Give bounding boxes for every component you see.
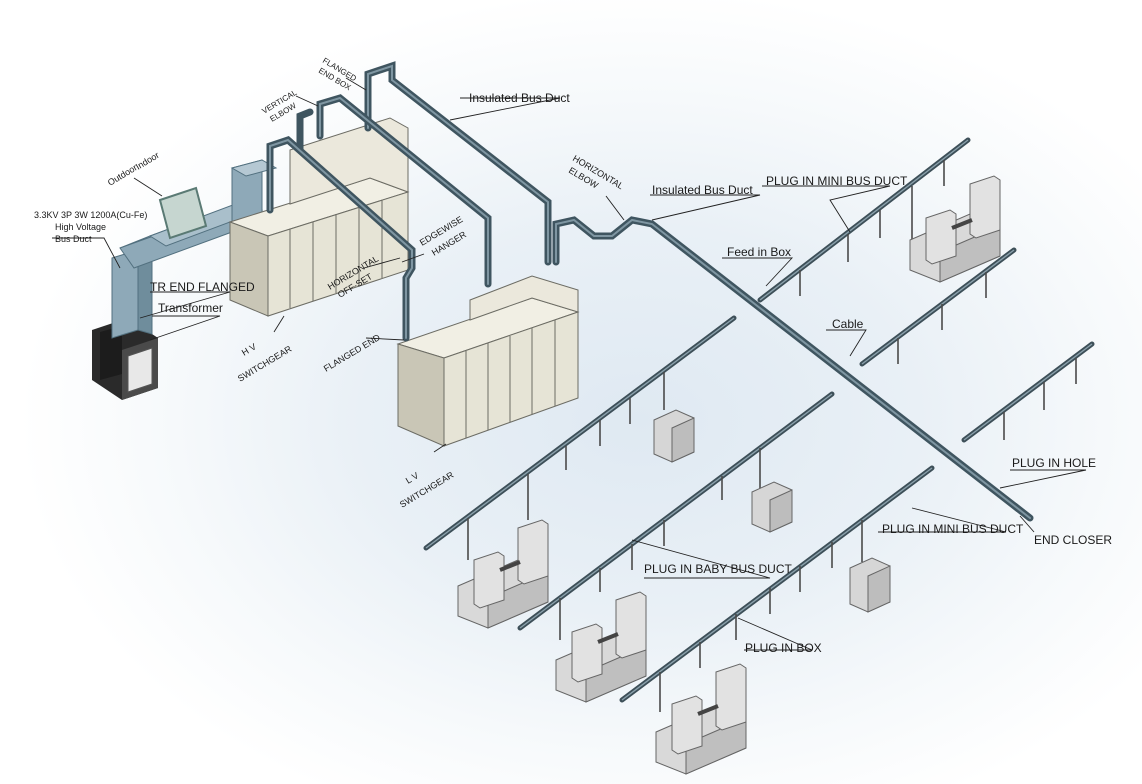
mini-bus-duct-middle (859, 247, 1017, 367)
plug-in-bus-duct-run-2 (517, 391, 835, 640)
insulated-bus-duct-mid-label: Insulated Bus Duct (652, 183, 753, 197)
tr-end-flanged-label: TR END FLANGED (150, 280, 255, 294)
hv-spec-line2: High Voltage (55, 222, 106, 232)
cable-label: Cable (832, 317, 864, 331)
insulated-bus-duct-runs (266, 61, 1034, 522)
plug-in-box-label: PLUG IN BOX (745, 641, 822, 655)
plug-in-bus-duct-run-3 (619, 465, 935, 712)
hv-spec-line1: 3.3KV 3P 3W 1200A(Cu-Fe) (34, 210, 147, 220)
indoor-label: Indoor (134, 150, 161, 172)
small-plug-in-machine-3 (849, 557, 891, 613)
machine-upper-right (909, 175, 1001, 283)
mini-bus-duct-upper (757, 137, 971, 303)
plug-in-mini-bus-duct-top-label: PLUG IN MINI BUS DUCT (766, 174, 908, 188)
machine-left (457, 519, 549, 629)
hv-spec-line3: Bus Duct (55, 234, 92, 244)
insulated-bus-duct-top-label: Insulated Bus Duct (469, 91, 570, 105)
hv-bus-duct (111, 159, 278, 339)
lv-switchgear (396, 275, 580, 447)
feed-in-box-label: Feed in Box (727, 245, 791, 259)
leader-lines (52, 77, 1087, 651)
plug-in-baby-bus-duct-label: PLUG IN BABY BUS DUCT (644, 562, 792, 576)
plug-in-mini-bus-duct-right-label: PLUG IN MINI BUS DUCT (882, 522, 1024, 536)
lv-switchgear-label-1: L V (404, 470, 420, 485)
end-closer-label: END CLOSER (1034, 533, 1112, 547)
outdoor-label: Outdoor (106, 162, 139, 187)
mini-bus-duct-lower (961, 341, 1095, 443)
plug-in-bus-duct-run-1 (423, 315, 737, 560)
small-plug-in-machine-1 (653, 409, 695, 463)
plug-in-hole-label: PLUG IN HOLE (1012, 456, 1096, 470)
transformer (92, 318, 158, 400)
small-plug-in-machine-2 (751, 481, 793, 533)
flanged-end-label: FLANGED END (322, 332, 382, 374)
hv-switchgear (228, 117, 410, 317)
transformer-label: Transformer (158, 301, 223, 315)
hv-switchgear-label-1: H V (240, 341, 258, 357)
machine-bottom (655, 663, 747, 775)
machine-middle (555, 591, 647, 703)
